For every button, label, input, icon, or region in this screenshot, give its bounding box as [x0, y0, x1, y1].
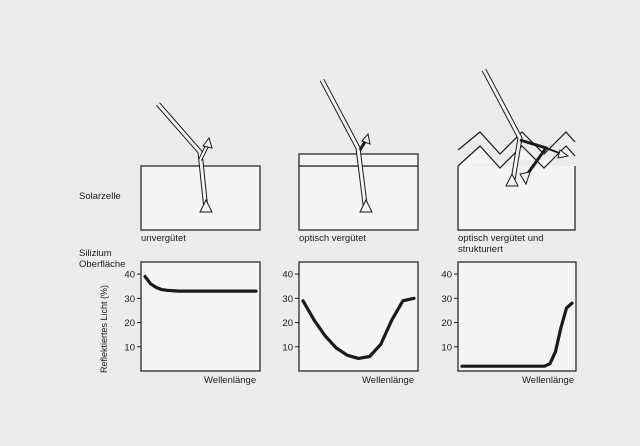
cell-uncoated: [140, 102, 261, 231]
row-label-solar-cell: Solarzelle: [79, 191, 121, 202]
second-reflection-arrow: [557, 149, 570, 159]
reflection-curve-3: [460, 301, 574, 368]
transmitted-arrow: [199, 198, 213, 213]
y-tick-label: 30: [282, 294, 293, 305]
y-tick-label: 10: [441, 342, 452, 353]
cell-textured: [457, 68, 576, 231]
caption-uncoated: unvergütet: [141, 233, 186, 244]
cell-coated: [298, 78, 419, 231]
reflection-charts: 10 20 30 40 10 20 30 40 10 20 30 40: [124, 261, 577, 372]
cell-box: [298, 165, 419, 231]
transmitted-arrow: [505, 172, 519, 187]
reflection-curve-1: [143, 274, 258, 293]
y-tick-label: 40: [124, 270, 135, 281]
transmitted-arrow: [359, 198, 373, 213]
cell-box: [457, 166, 576, 231]
y-tick-label: 40: [441, 270, 452, 281]
reflection-curve-2: [301, 296, 416, 360]
reflected-arrow: [519, 171, 531, 186]
y-axis-label: Reflektiertes Licht (%): [99, 284, 109, 373]
y-tick-label: 10: [124, 342, 135, 353]
texture-top: [457, 131, 576, 155]
caption-textured: optisch vergütet und strukturiert: [458, 233, 544, 255]
chart-frame-2: [298, 261, 419, 372]
x-axis-label-3: Wellenlänge: [522, 375, 575, 386]
y-tick-label: 40: [282, 270, 293, 281]
row-label-silicon-surface: Silizium Oberfläche: [79, 248, 126, 270]
y-tick-label: 20: [282, 318, 293, 329]
y-tick-label: 30: [124, 294, 135, 305]
reflected-arrow: [202, 136, 213, 149]
chart-frame-3: [457, 261, 577, 372]
y-tick-label: 20: [441, 318, 452, 329]
reflected-arrow: [361, 132, 371, 145]
x-axis-label-1: Wellenlänge: [204, 375, 257, 386]
chart-frame-1: [140, 261, 261, 372]
y-tick-label: 20: [124, 318, 135, 329]
x-axis-label-2: Wellenlänge: [362, 375, 415, 386]
y-tick-label: 30: [441, 294, 452, 305]
caption-coated: optisch vergütet: [299, 233, 367, 244]
y-tick-label: 10: [282, 342, 293, 353]
